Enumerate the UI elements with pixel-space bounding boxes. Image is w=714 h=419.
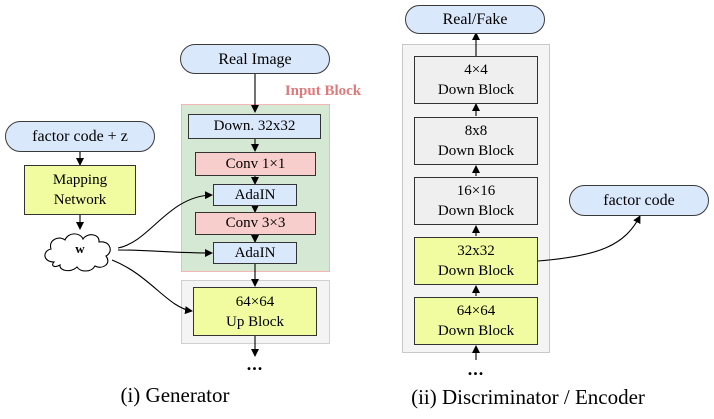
mapping-network-node: Mapping Network [24, 165, 136, 215]
down-block-32x32-label: Down Block [437, 263, 515, 279]
down-block-8x8-label: Down Block [437, 143, 515, 159]
input-block-title: Input Block [284, 83, 362, 99]
conv1x1-node: Conv 1×1 [195, 152, 316, 176]
down-block-4x4-size: 4×4 [464, 62, 488, 78]
down-block-16x16-label: Down Block [437, 203, 515, 219]
down-block-4x4-label: Down Block [437, 82, 515, 98]
down-block-32x32-size: 32x32 [457, 243, 495, 259]
edge-32x32-to-factor-code [537, 215, 641, 262]
mapping-network-line2: Network [53, 192, 107, 208]
down-block-32x32: 32x32 Down Block [414, 237, 538, 285]
up-block-line2: Up Block [226, 313, 284, 330]
up-block-node: 64×64 Up Block [193, 287, 317, 336]
down32-node: Down. 32x32 [188, 114, 321, 139]
down-block-16x16: 16×16 Down Block [414, 177, 538, 225]
discriminator-caption: (ii) Discriminator / Encoder [411, 385, 645, 409]
down-block-16x16-size: 16×16 [456, 183, 496, 199]
conv3x3-node: Conv 3×3 [195, 212, 316, 235]
w-label: w [75, 241, 85, 256]
down-block-4x4: 4×4 Down Block [414, 56, 538, 104]
generator-ellipsis: ... [246, 354, 264, 374]
w-cloud-node [44, 233, 111, 272]
down-block-64x64-label: Down Block [437, 323, 515, 339]
down-block-8x8-size: 8x8 [464, 123, 488, 139]
mapping-network-line1: Mapping [52, 172, 108, 188]
edge-w-to-adain1 [117, 191, 213, 249]
generator-caption: (i) Generator [120, 383, 230, 407]
adain1-node: AdaIN [213, 184, 297, 206]
down-block-8x8: 8x8 Down Block [414, 117, 538, 165]
up-block-line1: 64×64 [235, 293, 275, 310]
adain2-node: AdaIN [213, 242, 297, 264]
down-block-64x64-size: 64×64 [456, 303, 496, 319]
edge-w-to-upblock [111, 259, 193, 315]
edge-w-to-adain2 [117, 248, 213, 257]
down-block-64x64: 64×64 Down Block [414, 297, 538, 345]
real-image-node: Real Image [180, 44, 330, 74]
real-fake-node: Real/Fake [405, 5, 545, 34]
factor-code-z-node: factor code + z [5, 121, 155, 152]
discriminator-ellipsis: ... [467, 359, 485, 379]
factor-code-node: factor code [569, 185, 709, 216]
